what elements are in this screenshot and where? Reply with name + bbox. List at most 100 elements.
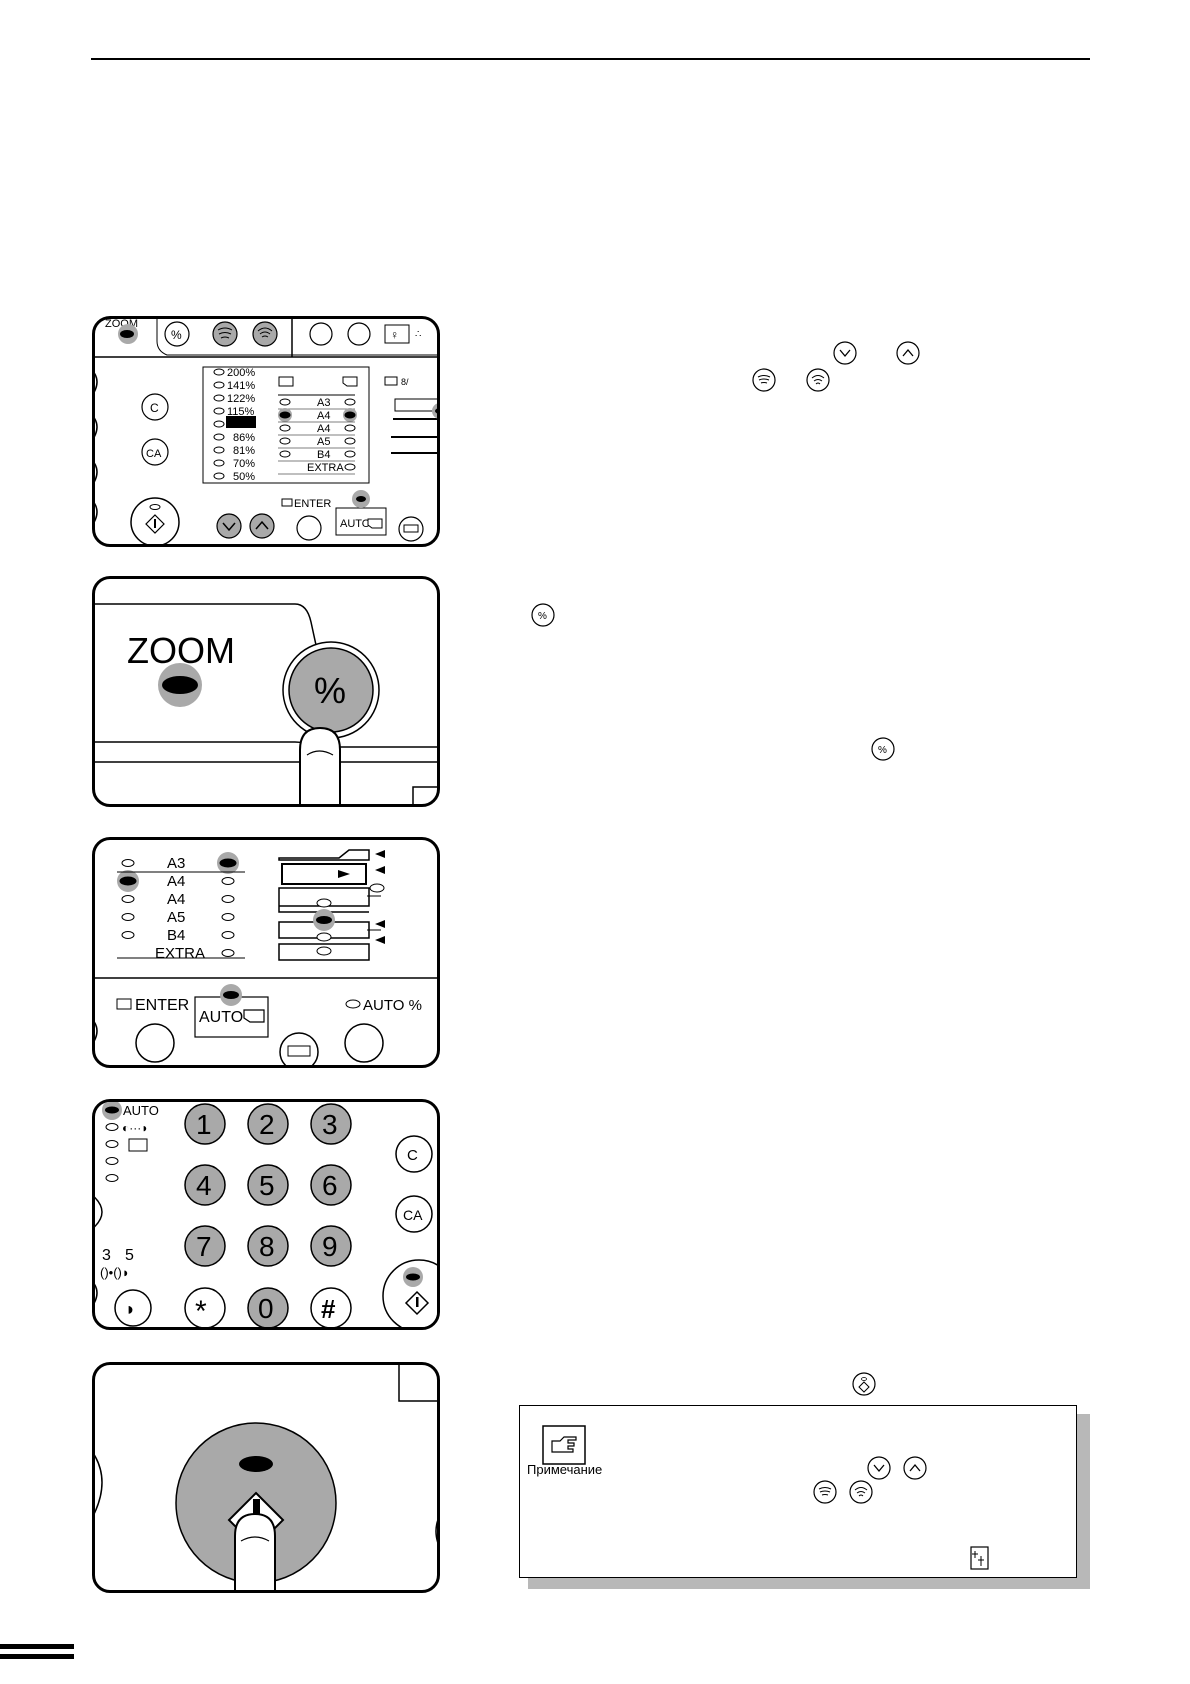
ratio-indicator	[213, 472, 225, 480]
size-indicator-left	[279, 450, 291, 458]
hash-key-label: #	[321, 1294, 336, 1324]
auto-label: AUTO	[340, 518, 371, 530]
paper-size-label: EXTRA	[155, 945, 205, 962]
size-indicator-left	[121, 931, 135, 939]
control-panel-figure: ZOOM % ♀ ∴ C CA 200%141%122%115%100%86%8…	[92, 316, 440, 547]
size-indicator-left	[279, 398, 291, 406]
clear-all-button[interactable]	[141, 438, 169, 466]
exposure-button[interactable]	[114, 1289, 152, 1327]
key-4[interactable]	[184, 1164, 226, 1206]
zoom-down-icon	[833, 341, 857, 365]
paper-size-label: A3	[317, 397, 330, 409]
key-label: 8	[259, 1231, 275, 1262]
lighter-icon	[813, 1480, 837, 1504]
start-key-figure	[92, 1362, 440, 1593]
start-button[interactable]	[382, 1259, 440, 1330]
size-indicator-left	[119, 876, 137, 886]
ratio-indicator	[213, 459, 225, 467]
pointing-hand-icon	[542, 1425, 586, 1465]
key-1[interactable]	[184, 1103, 226, 1145]
paper-size-label: A4	[167, 873, 185, 890]
ratio-label: 86%	[233, 432, 255, 444]
svg-text:∴: ∴	[415, 329, 421, 340]
size-indicator-right	[221, 931, 235, 939]
size-indicator-right	[221, 895, 235, 903]
clear-button[interactable]	[395, 1135, 433, 1173]
paper-size-label: A4	[317, 423, 330, 435]
exposure-number: 5	[125, 1247, 134, 1264]
key-6[interactable]	[310, 1164, 352, 1206]
zoom-up-button[interactable]	[249, 513, 275, 539]
size-indicator-right	[344, 463, 356, 471]
key-9[interactable]	[310, 1225, 352, 1267]
paper-size-label: A4	[167, 891, 185, 908]
enter-label: ENTER	[294, 498, 331, 510]
size-indicator-right	[221, 877, 235, 885]
paper-size-label: A4	[317, 410, 330, 422]
ratio-list: 200%141%122%115%100%86%81%70%50%	[213, 367, 256, 483]
ratio-label: 115%	[227, 406, 255, 418]
ratio-label: 122%	[227, 393, 255, 405]
enter-label: ENTER	[135, 997, 189, 1014]
svg-text:◗: ◗	[125, 1299, 136, 1319]
key-0[interactable]	[247, 1287, 289, 1328]
ratio-indicator	[213, 446, 225, 454]
key-3[interactable]	[310, 1103, 352, 1145]
key-label: 1	[196, 1109, 212, 1140]
paper-size-label: A3	[167, 855, 185, 872]
zoom-down-button[interactable]	[216, 513, 242, 539]
size-indicator-right	[221, 949, 235, 957]
clear-all-button[interactable]	[395, 1195, 433, 1233]
key-5[interactable]	[247, 1164, 289, 1206]
key-8[interactable]	[247, 1225, 289, 1267]
zoom-up-icon	[903, 1456, 927, 1480]
hash-key[interactable]	[310, 1287, 352, 1328]
lighter-button[interactable]	[212, 321, 238, 347]
paper-size-label: B4	[317, 449, 330, 461]
paper-size-label: A5	[317, 436, 330, 448]
start-icon	[852, 1372, 876, 1396]
zoom-percent-icon: %	[531, 603, 555, 627]
clear-button[interactable]	[141, 393, 169, 421]
auto-percent-label: AUTO %	[363, 997, 422, 1014]
key-label: 2	[259, 1109, 275, 1140]
size-indicator-left	[121, 895, 135, 903]
enter-button[interactable]	[296, 515, 322, 541]
size-indicator-left	[121, 913, 135, 921]
ratio-label: 50%	[233, 471, 255, 483]
paper-size-label: A5	[167, 909, 185, 926]
darker-button[interactable]	[252, 321, 278, 347]
size-indicator-right	[344, 424, 356, 432]
ratio-indicator	[213, 407, 225, 415]
size-indicator-right	[344, 437, 356, 445]
zoom-percent-icon: %	[871, 737, 895, 761]
size-indicator-right	[221, 913, 235, 921]
star-key[interactable]	[184, 1287, 226, 1328]
exposure-number: 3	[102, 1247, 111, 1264]
size-indicator-left	[121, 859, 135, 867]
auto-percent-button[interactable]	[344, 1023, 384, 1063]
size-indicator-right	[344, 450, 356, 458]
size-indicator-left	[279, 424, 291, 432]
ratio-label: 81%	[233, 445, 255, 457]
ratio-label: 141%	[227, 380, 255, 392]
key-7[interactable]	[184, 1225, 226, 1267]
key-label: 6	[322, 1170, 338, 1201]
auto-label: AUTO	[123, 1103, 159, 1118]
svg-text:%: %	[878, 745, 887, 756]
note-box	[519, 1405, 1077, 1578]
size-indicator-right	[344, 398, 356, 406]
zoom-button[interactable]	[164, 321, 190, 347]
svg-text:()•()◗: ()•()◗	[100, 1265, 130, 1280]
note-label: Примечание	[527, 1462, 603, 1477]
clear-all-label: CA	[146, 448, 162, 460]
enter-button[interactable]	[135, 1023, 175, 1063]
ratio-indicator	[213, 433, 225, 441]
key-0-label: 0	[258, 1293, 274, 1324]
percent-symbol: %	[171, 328, 182, 342]
key-2[interactable]	[247, 1103, 289, 1145]
svg-text:◐···◗: ◐···◗	[122, 1121, 148, 1135]
